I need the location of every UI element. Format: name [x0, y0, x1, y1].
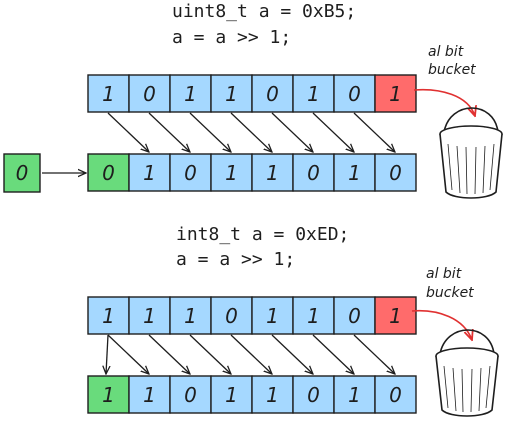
s1-shift-arrow-3	[230, 112, 272, 152]
s1-bottom-bit-text-1: 1	[143, 161, 156, 185]
s2-shift-arrow-6	[353, 334, 395, 374]
section1-bucket-label-line2: bucket	[428, 62, 476, 78]
s1-shift-arrow-6	[353, 112, 395, 152]
s2-bottom-bit-cell-3	[210, 375, 253, 414]
section1-fill-bit: 0	[3, 153, 41, 193]
s1-top-bit-cell-2	[169, 74, 212, 113]
s2-top-bit-text-3: 0	[225, 304, 238, 328]
s2-bottom-bit-cell-7	[374, 375, 417, 414]
s1-bottom-bit-text-2: 0	[184, 161, 197, 185]
s1-top-bit-cell-0	[87, 74, 130, 113]
s2-bottom-bit-cell-1	[128, 375, 171, 414]
s1-shift-arrow-2	[189, 112, 231, 152]
section1-code-line1: uint8_t a = 0xB5;	[172, 1, 356, 22]
s1-top-bit-text-1: 0	[143, 82, 156, 106]
s1-shift-arrow-1	[148, 112, 190, 152]
section2-code-line1: int8_t a = 0xED;	[176, 224, 349, 245]
section1-code-line2: a = a >> 1;	[172, 27, 291, 48]
s1-bottom-bit-cell-5	[292, 153, 335, 192]
section2-bucket-arrow	[411, 309, 472, 340]
section1-top-register: 1 0 1 1 0 1 0 1	[87, 74, 417, 113]
s1-top-bit-text-5: 1	[307, 82, 320, 106]
s1-bottom-bit-cell-1	[128, 153, 171, 192]
s1-bottom-bit-text-6: 1	[348, 161, 361, 185]
s2-top-bit-text-2: 1	[184, 304, 197, 328]
s1-bottom-bit-cell-7	[374, 153, 417, 192]
s1-top-bit-cell-6	[333, 74, 376, 113]
s2-bottom-bit-text-3: 1	[225, 383, 238, 407]
s2-bottom-bit-text-6: 1	[348, 383, 361, 407]
s2-top-bit-text-7: 1	[389, 304, 402, 328]
s2-shift-arrow-2	[189, 334, 231, 374]
s2-top-bit-cell-6	[333, 296, 376, 335]
s2-top-bit-cell-4	[251, 296, 294, 335]
section2-top-register: 1 1 1 0 1 1 0 1	[87, 296, 417, 335]
s2-bottom-bit-text-7: 0	[389, 383, 402, 407]
s2-bottom-bit-cell-2	[169, 375, 212, 414]
s2-top-bit-text-1: 1	[143, 304, 156, 328]
section1-bottom-register: 0 1 0 1 1 0 1 0	[87, 153, 417, 192]
s2-bottom-bit-cell-4	[251, 375, 294, 414]
section2-bucket-label-line1: al bit	[426, 266, 462, 282]
s2-top-bit-text-0: 1	[102, 304, 115, 328]
s2-top-bit-text-6: 0	[348, 304, 361, 328]
s1-bottom-bit-text-3: 1	[225, 161, 238, 185]
s1-top-bit-cell-4	[251, 74, 294, 113]
s2-shift-arrow-0	[107, 334, 149, 374]
s2-shift-arrow-3	[230, 334, 272, 374]
s2-top-bit-cell-3	[210, 296, 253, 335]
s2-top-bit-cell-1	[128, 296, 171, 335]
s2-top-bit-text-4: 1	[266, 304, 279, 328]
s1-top-bit-text-3: 1	[225, 82, 238, 106]
s1-bottom-bit-text-4: 1	[266, 161, 279, 185]
s1-bottom-bit-text-0: 0	[102, 161, 115, 185]
s1-top-bit-text-2: 1	[184, 82, 197, 106]
s1-top-bit-text-6: 0	[348, 82, 361, 106]
s2-shift-arrow-5	[312, 334, 354, 374]
section2-shift-arrows	[106, 334, 395, 374]
s2-top-bit-text-5: 1	[307, 304, 320, 328]
s1-bottom-bit-cell-4	[251, 153, 294, 192]
section1-shift-arrows	[107, 112, 395, 152]
s1-bottom-bit-cell-0	[87, 153, 130, 192]
fill-bit-cell	[3, 153, 41, 193]
s1-top-bit-text-4: 0	[266, 82, 279, 106]
section1-bucket-label-line1: al bit	[428, 44, 464, 60]
s2-top-bit-cell-0	[87, 296, 130, 335]
s2-bottom-bit-text-5: 0	[307, 383, 320, 407]
s1-shift-arrow-0	[107, 112, 149, 152]
s1-top-bit-cell-7	[374, 74, 417, 113]
s1-shift-arrow-4	[271, 112, 313, 152]
section2-bottom-register: 1 1 0 1 1 0 1 0	[87, 375, 417, 414]
section1-bucket-arrow	[413, 88, 475, 116]
s1-bottom-bit-text-7: 0	[389, 161, 402, 185]
section2-code-line2: a = a >> 1;	[176, 249, 295, 270]
s2-bottom-bit-text-2: 0	[184, 383, 197, 407]
s1-shift-arrow-5	[312, 112, 354, 152]
s1-top-bit-text-7: 1	[389, 82, 402, 106]
fill-bit-text: 0	[16, 161, 29, 185]
s2-bottom-bit-text-1: 1	[143, 383, 156, 407]
s2-sign-copy-arrow	[106, 334, 108, 374]
s1-top-bit-cell-5	[292, 74, 335, 113]
s2-shift-arrow-4	[271, 334, 313, 374]
bucket-icon	[435, 329, 499, 417]
s1-bottom-bit-cell-3	[210, 153, 253, 192]
s2-shift-arrow-1	[148, 334, 190, 374]
s2-bottom-bit-text-0: 1	[102, 383, 115, 407]
s1-bottom-bit-text-5: 0	[307, 161, 320, 185]
s2-bottom-bit-text-4: 1	[266, 383, 279, 407]
s1-top-bit-text-0: 1	[102, 82, 115, 106]
s1-top-bit-cell-1	[128, 74, 171, 113]
s2-top-bit-cell-7	[374, 296, 417, 335]
section2-bucket-label-line2: bucket	[426, 285, 474, 301]
bucket-icon	[439, 107, 503, 199]
